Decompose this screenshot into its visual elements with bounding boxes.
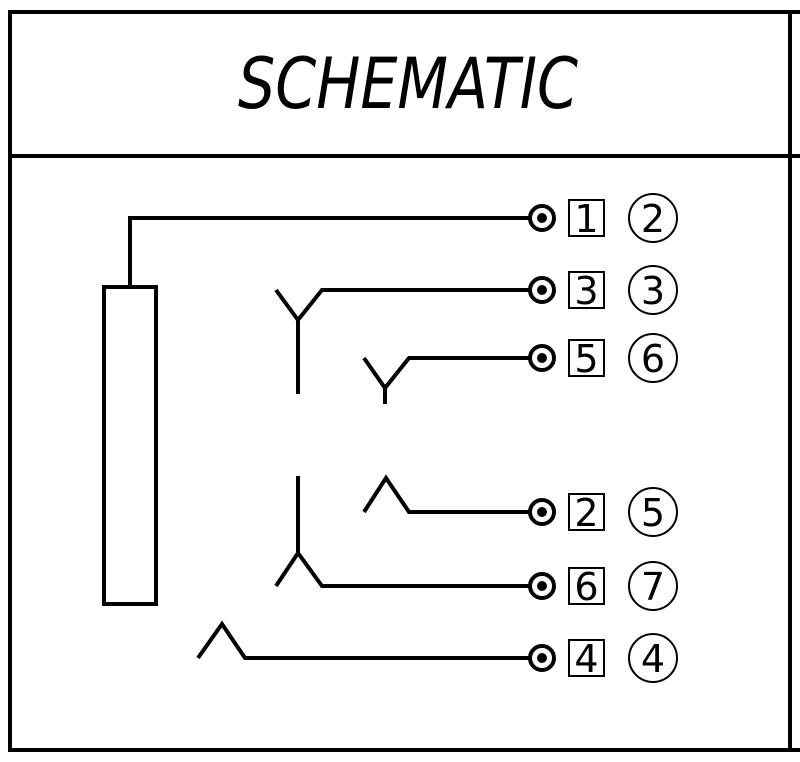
pin-number-box [568, 639, 605, 677]
pin-number: 1 [574, 197, 598, 241]
terminal-dot-icon [537, 581, 547, 591]
sleeve-wire [128, 216, 530, 287]
terminal-icon [528, 498, 556, 526]
pin-number-box [568, 339, 605, 377]
pin-list: 1 2 3 3 5 6 2 5 [528, 193, 678, 683]
pin-circle-number: 5 [641, 491, 665, 535]
terminal-icon [528, 276, 556, 304]
plug-body [102, 285, 158, 606]
pin-circle-outline [628, 265, 678, 315]
pin-circle-number: 3 [641, 269, 665, 313]
pin-number-box [568, 199, 605, 237]
terminal-dot-icon [537, 507, 547, 517]
title-block-frame [8, 10, 800, 752]
pin-number: 6 [574, 565, 598, 609]
pin-row: 2 5 [528, 487, 678, 537]
pin-row: 3 3 [528, 265, 678, 315]
pin-circle-outline [628, 333, 678, 383]
pin-row: 4 4 [528, 633, 678, 683]
terminal-icon [528, 572, 556, 600]
pin-row: 1 2 [528, 193, 678, 243]
terminal-icon [528, 204, 556, 232]
switch-contact-lower [362, 474, 530, 514]
pin-circle-number: 7 [641, 565, 665, 609]
tip-contact-upper [274, 288, 530, 324]
schematic-title: SCHEMATIC [238, 43, 578, 125]
tip-contact-lower [274, 549, 530, 588]
pin-number: 2 [574, 491, 598, 535]
contact-springs [196, 288, 530, 660]
terminal-dot-icon [537, 285, 547, 295]
terminal-dot-icon [537, 653, 547, 663]
pin-number-box [568, 271, 605, 309]
pin-circle-number: 4 [641, 637, 665, 681]
pin-circle-outline [628, 487, 678, 537]
pin-row: 6 7 [528, 561, 678, 611]
terminal-icon [528, 344, 556, 372]
pin-row: 5 6 [528, 333, 678, 383]
switch-contact-upper [362, 356, 530, 392]
pin-circle-number: 2 [641, 197, 665, 241]
ring-contact [196, 620, 530, 660]
pin-number: 5 [574, 337, 598, 381]
pin-number: 4 [574, 637, 598, 681]
terminal-dot-icon [537, 213, 547, 223]
pin-circle-outline [628, 561, 678, 611]
pin-number-box [568, 567, 605, 605]
pin-number: 3 [574, 269, 598, 313]
pin-circle-outline [628, 633, 678, 683]
terminal-dot-icon [537, 353, 547, 363]
pin-circle-number: 6 [641, 337, 665, 381]
terminal-icon [528, 644, 556, 672]
pin-number-box [568, 493, 605, 531]
pin-circle-outline [628, 193, 678, 243]
